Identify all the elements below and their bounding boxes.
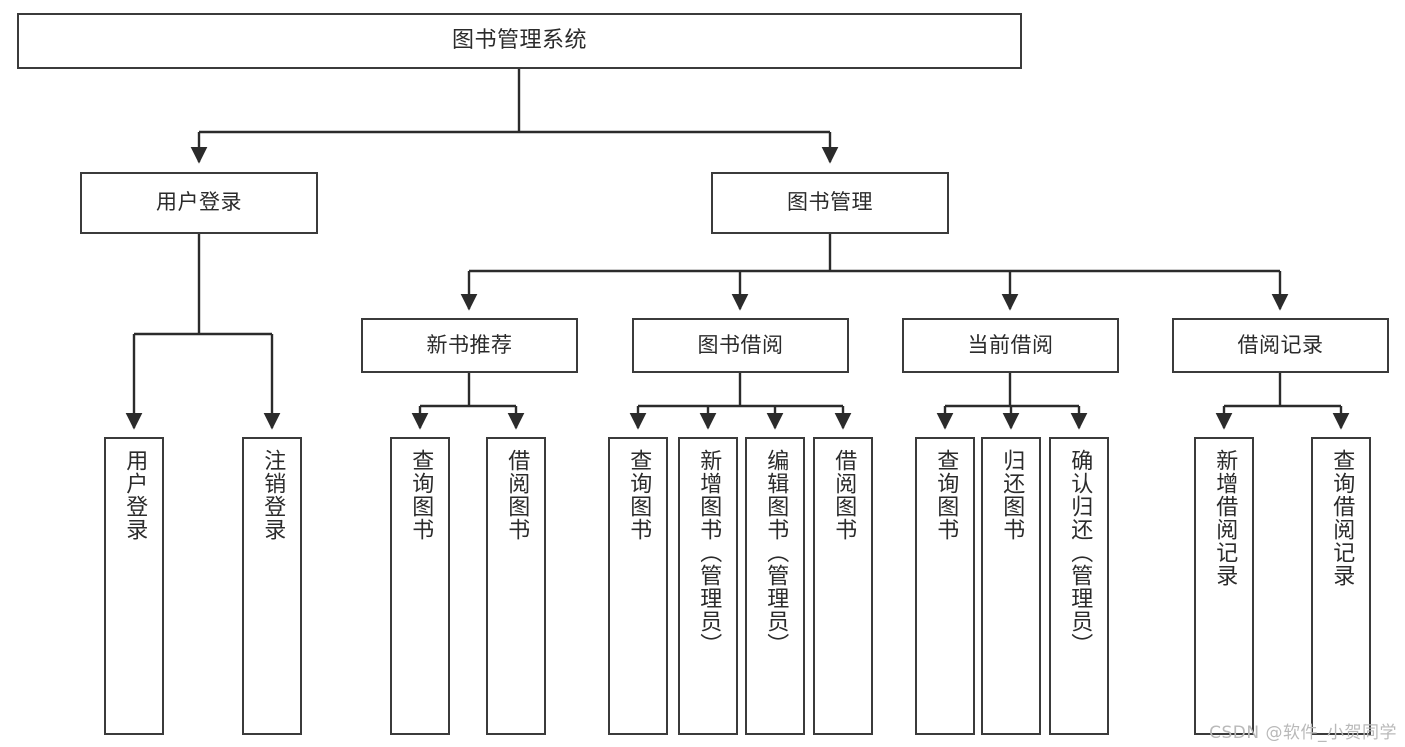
node-leaf-add-book-admin-label: 新增图书（管理员） <box>696 449 722 656</box>
node-leaf-cur-query-book[interactable]: 查询图书 <box>915 437 975 735</box>
node-current-borrow[interactable]: 当前借阅 <box>902 318 1119 373</box>
node-borrow-record-label: 借阅记录 <box>1237 332 1324 357</box>
connector-group-current-borrow <box>936 373 1088 430</box>
node-leaf-borrow-book[interactable]: 借阅图书 <box>813 437 873 735</box>
node-leaf-query-borrow-record[interactable]: 查询借阅记录 <box>1311 437 1371 735</box>
node-user-login[interactable]: 用户登录 <box>80 172 318 234</box>
connector-group-new-book-rec <box>411 373 525 430</box>
node-root[interactable]: 图书管理系统 <box>17 13 1022 69</box>
connector-group-borrow-record <box>1215 373 1350 430</box>
connector-group-root <box>190 69 839 164</box>
connector-group-book-borrow <box>629 373 852 430</box>
node-leaf-add-borrow-record[interactable]: 新增借阅记录 <box>1194 437 1254 735</box>
node-leaf-return-book-label: 归还图书 <box>999 449 1025 541</box>
node-leaf-borrow-query-book-label: 查询图书 <box>626 449 652 541</box>
node-leaf-user-login[interactable]: 用户登录 <box>104 437 164 735</box>
connector-group-book-manage <box>460 234 1289 311</box>
node-leaf-borrow-query-book[interactable]: 查询图书 <box>608 437 668 735</box>
node-leaf-user-logout[interactable]: 注销登录 <box>242 437 302 735</box>
node-current-borrow-label: 当前借阅 <box>967 332 1054 357</box>
node-leaf-borrow-book-label: 借阅图书 <box>831 449 857 541</box>
node-new-book-rec[interactable]: 新书推荐 <box>361 318 578 373</box>
node-new-book-rec-label: 新书推荐 <box>426 332 513 357</box>
node-leaf-cur-query-book-label: 查询图书 <box>933 449 959 541</box>
node-leaf-rec-query-book-label: 查询图书 <box>408 449 434 541</box>
node-leaf-edit-book-admin-label: 编辑图书（管理员） <box>763 449 789 656</box>
watermark: CSDN @软件_小贺同学 <box>1209 723 1397 743</box>
node-user-login-label: 用户登录 <box>156 190 242 215</box>
node-leaf-confirm-return-admin-label: 确认归还（管理员） <box>1067 449 1093 656</box>
node-leaf-add-book-admin[interactable]: 新增图书（管理员） <box>678 437 738 735</box>
node-book-manage-label: 图书管理 <box>787 190 873 215</box>
node-borrow-record[interactable]: 借阅记录 <box>1172 318 1389 373</box>
node-leaf-user-logout-label: 注销登录 <box>260 449 286 541</box>
node-leaf-user-login-label: 用户登录 <box>122 449 148 541</box>
node-leaf-rec-query-book[interactable]: 查询图书 <box>390 437 450 735</box>
node-leaf-add-borrow-record-label: 新增借阅记录 <box>1212 449 1238 587</box>
node-book-borrow[interactable]: 图书借阅 <box>632 318 849 373</box>
node-root-label: 图书管理系统 <box>451 27 587 53</box>
node-book-manage[interactable]: 图书管理 <box>711 172 949 234</box>
node-leaf-return-book[interactable]: 归还图书 <box>981 437 1041 735</box>
node-leaf-confirm-return-admin[interactable]: 确认归还（管理员） <box>1049 437 1109 735</box>
node-book-borrow-label: 图书借阅 <box>697 332 784 357</box>
node-leaf-edit-book-admin[interactable]: 编辑图书（管理员） <box>745 437 805 735</box>
node-leaf-rec-borrow-book[interactable]: 借阅图书 <box>486 437 546 735</box>
node-leaf-rec-borrow-book-label: 借阅图书 <box>504 449 530 541</box>
node-leaf-query-borrow-record-label: 查询借阅记录 <box>1329 449 1355 587</box>
connector-group-user-login <box>125 234 281 430</box>
